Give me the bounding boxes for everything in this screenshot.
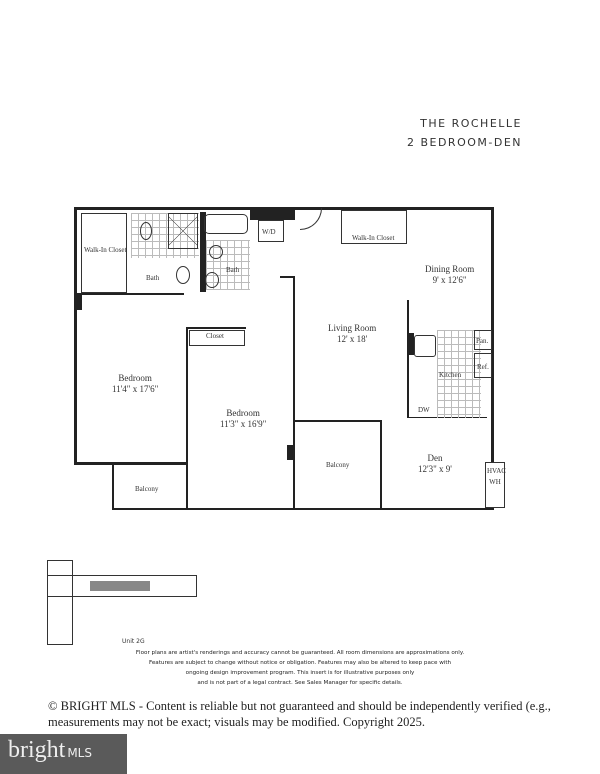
room-dims: 9' x 12'6" (432, 275, 467, 285)
washer-dryer (258, 220, 284, 242)
room-dims: 12'3" x 9' (418, 464, 452, 474)
kitchen-tile (437, 330, 481, 418)
room-label: Bath (146, 274, 160, 282)
building-outline (47, 560, 73, 645)
building-outline (47, 575, 197, 597)
room-label: Bath (226, 266, 240, 274)
room-name: Bedroom (118, 373, 152, 383)
wall (380, 420, 382, 510)
shower-icon (168, 213, 198, 249)
room-name: Dining Room (425, 264, 475, 274)
room-label: W/D (262, 228, 276, 236)
wall (407, 333, 414, 355)
room-label: Closet (206, 332, 224, 340)
stove-icon (414, 335, 436, 357)
disclaimer-line: Features are subject to change without n… (148, 660, 452, 666)
wall (250, 210, 295, 220)
plan-title: THE ROCHELLE (420, 117, 522, 130)
disclaimer-line: Floor plans are artist's renderings and … (135, 650, 465, 656)
wall (74, 207, 77, 465)
wall (407, 300, 409, 418)
room-name: Living Room (328, 323, 377, 333)
copyright-line: © BRIGHT MLS - Content is reliable but n… (48, 699, 551, 713)
wall (186, 327, 246, 329)
room-label: Walk-In Closet (84, 245, 126, 256)
wall (112, 508, 494, 510)
walk-in-closet (341, 210, 407, 244)
plan-subtitle: 2 BEDROOM-DEN (406, 136, 522, 149)
sink-icon (205, 272, 219, 288)
toilet-icon (209, 245, 223, 259)
wall (295, 420, 381, 422)
toilet-icon (140, 222, 152, 240)
copyright-line: measurements may not be exact; visuals m… (48, 715, 426, 729)
wall (293, 276, 295, 510)
wall (186, 327, 188, 510)
room-label: HVAC WH (487, 467, 506, 486)
room-label: Kitchen (439, 371, 462, 379)
sink-icon (176, 266, 190, 284)
closet (189, 330, 245, 346)
room-name: Bedroom (226, 408, 260, 418)
wall (74, 207, 494, 210)
logo-brand: bright (8, 737, 66, 763)
room-dims: 12' x 18' (337, 334, 368, 344)
hvac (485, 462, 505, 508)
entry-door (300, 208, 322, 230)
wall (74, 295, 82, 310)
wall (74, 462, 188, 465)
wall (280, 276, 294, 278)
logo-suffix: MLS (67, 746, 92, 760)
room-name: Den (427, 453, 443, 463)
room-dims: 11'4" x 17'6" (112, 384, 159, 394)
room-name: Walk-In Closet (84, 246, 127, 254)
pantry (474, 330, 492, 350)
wall (74, 293, 184, 295)
bathtub-icon (204, 214, 248, 234)
unit-highlight (90, 581, 150, 591)
wall (112, 465, 114, 510)
room-dims: 11'3" x 16'9" (220, 419, 267, 429)
room-label: Balcony (135, 485, 159, 493)
unit-label: Unit 2G (122, 638, 145, 645)
walk-in-closet (81, 213, 127, 293)
room-label: Balcony (326, 461, 350, 469)
refrigerator (474, 353, 492, 378)
room-label: Walk-In Closet (352, 234, 395, 242)
disclaimer-line: and is not part of a legal contract. See… (197, 680, 403, 686)
wall (491, 207, 494, 462)
wall (200, 212, 206, 292)
room-label: Ref. (477, 363, 489, 371)
room-label: Pan. (476, 337, 489, 345)
room-label: DW (418, 406, 430, 414)
disclaimer-line: ongoing design improvement program. This… (185, 670, 415, 676)
wall (287, 445, 294, 460)
